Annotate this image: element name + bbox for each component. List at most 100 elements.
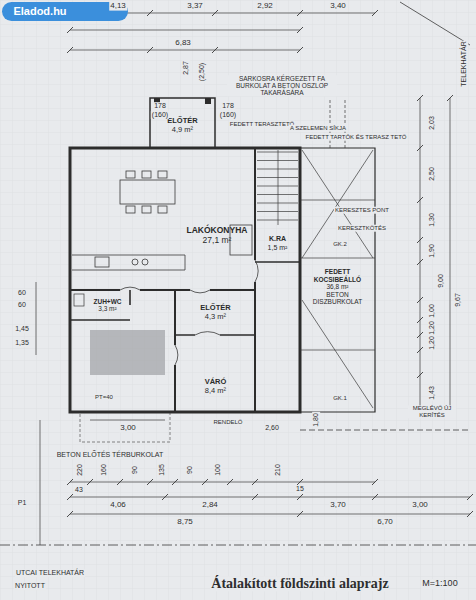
dimension-tick [297,10,303,16]
dimension-tick [467,494,473,500]
dimension-tick [87,479,93,485]
dimension-tick [417,95,423,101]
dimension-tick [67,494,73,500]
dimension-label: 2,84 [201,501,219,510]
dimension-label: 4,13 [109,2,127,11]
room-area: 4,3 m² [205,313,226,322]
dimension-label: 90 [131,465,139,475]
dimension-tick [117,479,123,485]
walls [70,98,375,412]
note-label: NYITOTT [14,582,46,590]
dimension-label: 9,67 [454,292,462,308]
dimension-label: 15 [295,485,305,493]
room-area: 27,1 m² [203,236,232,246]
dimension-label: 8,75 [176,518,194,527]
dimension-label: 1,30 [428,212,436,228]
dimension-label: 1,43 [428,385,436,401]
note-label: MEGLÉVŐ ÚJ KERÍTÉS [408,405,456,418]
dimension-label: (2,50) [198,62,206,82]
dimension-label: 1,45 [14,325,30,333]
dimension-tick [417,237,423,243]
room-name: ELŐTÉR [167,117,197,126]
dimension-tick [212,10,218,16]
dimension-tick [417,145,423,151]
dimension-label: 60 [17,289,27,297]
dimension-tick [147,47,153,53]
dimension-label: 43 [74,486,84,494]
dimension-tick [212,47,218,53]
stair-tread [257,211,298,212]
dimension-label: 4,06 [109,501,127,510]
dimension-label: (160) [219,111,237,119]
stair-tread [257,169,298,170]
dimension-label: 1,80 [312,412,320,428]
dimension-tick [372,10,378,16]
site-lines [0,2,476,545]
dimension-tick [67,47,73,53]
dimension-label: 1,90 [428,243,436,259]
stair-tread [257,177,298,178]
drawing-caption: Átalakított földszinti alaprajz [210,576,389,591]
room-area: BETON DISZBURKOLAT [302,291,373,306]
dimension-label: 1,20 [428,320,436,336]
dimension-label: 3,37 [186,2,204,11]
note-label: UTCAI TELEKHATÁR [15,569,85,577]
watermark-badge [2,2,128,21]
note-label: KERESZTKÖTÉS [337,225,387,232]
dimension-tick [467,511,473,517]
blurred-room-label [90,330,165,375]
dimension-tick [252,479,258,485]
room-name: FEDETT KOCSIBEÁLLÓ [302,268,373,283]
dimension-tick [447,95,453,101]
dimension-tick [297,511,303,517]
dimension-tick [202,479,208,485]
dimension-tick [172,479,178,485]
room-name: ELŐTÉR [200,304,230,313]
dimension-label: 2,92 [256,2,274,11]
dimension-label: 3,00 [119,424,137,433]
note-label: SARKOSRA KÉRGEZETT FA BURKOLAT A BETON O… [227,75,337,96]
room-name: K.RA [269,235,286,243]
dimension-label: 1,20 [428,335,436,351]
carport-beams [300,98,375,408]
stair-tread [257,186,298,187]
room-label: FEDETT KOCSIBEÁLLÓ36,8 m²BETON DISZBURKO… [302,266,373,308]
dimension-tick [417,317,423,323]
dimension-label: 160 [100,463,108,477]
dimension-tick [147,10,153,16]
stair-tread [257,194,298,195]
dimension-tick [67,479,73,485]
dimension-label: 2,60 [264,424,280,432]
dimension-tick [372,479,378,485]
stair-tread [257,220,298,221]
dimension-tick [297,27,303,33]
stair-tread [257,152,298,153]
dimension-tick [417,347,423,353]
room-label: ELŐTÉR4,3 m² [178,294,253,332]
dimension-tick [297,47,303,53]
dimension-tick [67,511,73,517]
dimension-label: 1,35 [14,339,30,347]
dimension-label: 220 [76,463,84,477]
dimension-ticks [67,10,473,517]
note-label: KERESZTES PONT [334,207,390,214]
dimension-label: 3,70 [329,501,347,510]
dimension-tick [417,259,423,265]
dimension-tick [67,27,73,33]
room-area: 36,8 m² [326,283,348,290]
dimension-tick [227,479,233,485]
room-area: 4,9 m² [172,126,193,135]
stair-tread [257,160,298,161]
dimension-tick [162,494,168,500]
dimension-tick [417,197,423,203]
dimension-tick [417,372,423,378]
dimension-label: 178 [153,102,167,110]
scale-label: M=1:100 [421,579,458,589]
dimension-label: 3,40 [329,2,347,11]
watermark-label: Eladod.hu [12,5,67,17]
dimension-label: 6,83 [174,39,192,48]
dimension-lines [36,13,470,514]
note-label: TELEKHATÁR [460,40,468,87]
